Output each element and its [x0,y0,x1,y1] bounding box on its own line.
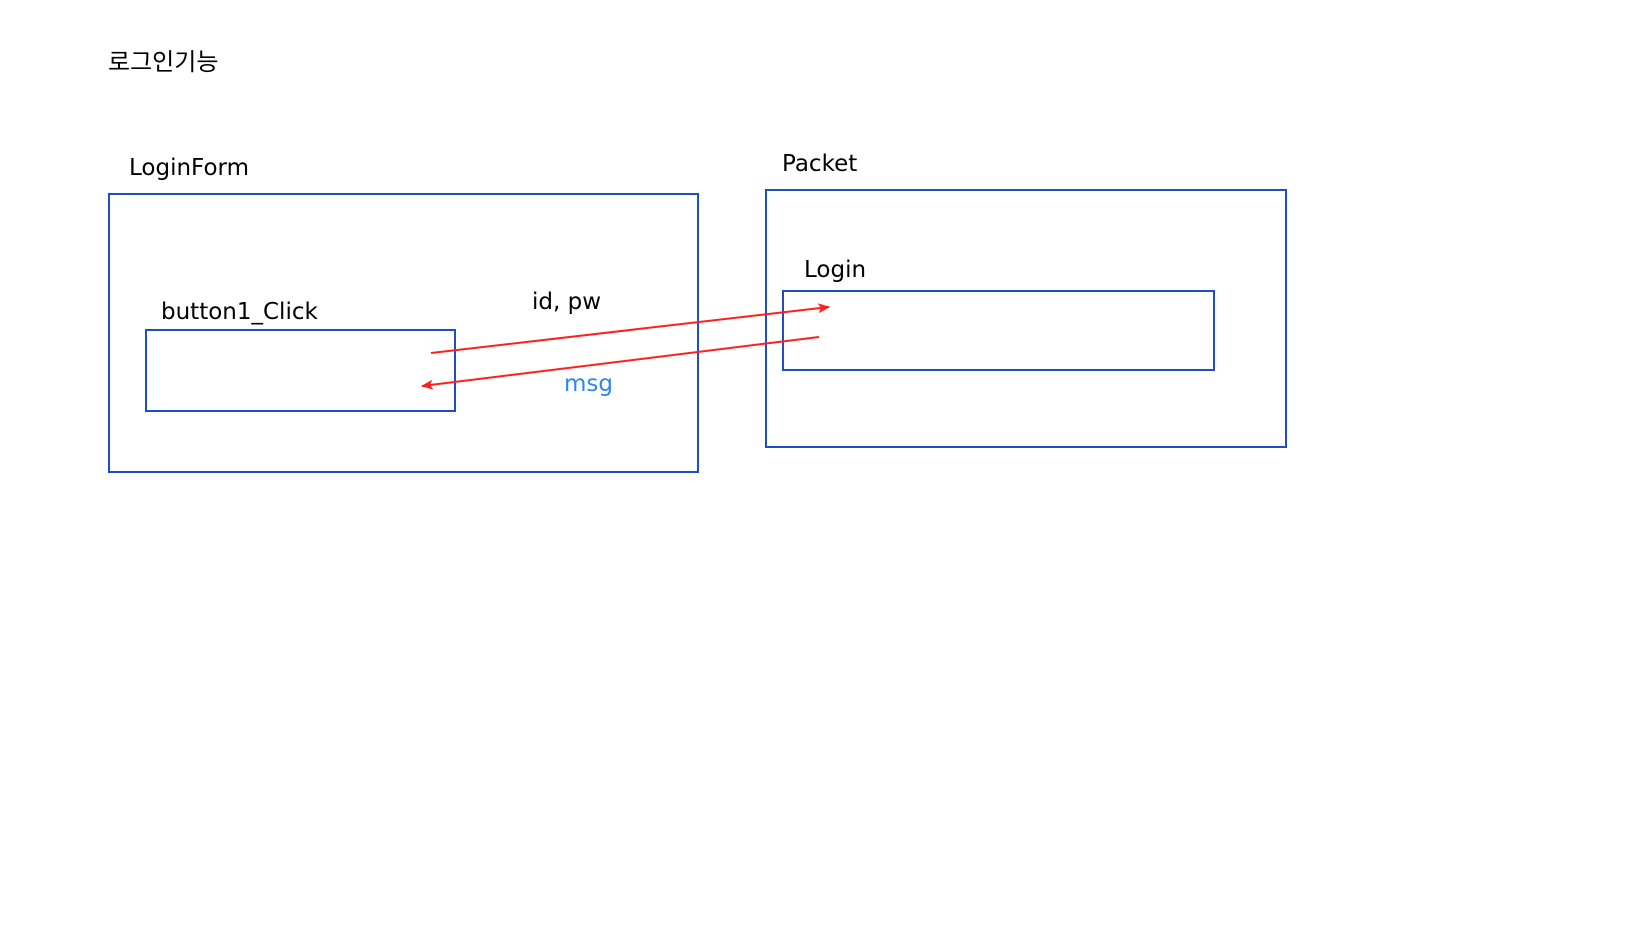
login-box [782,290,1215,371]
request-label: id, pw [532,289,602,315]
diagram-title: 로그인기능 [108,48,219,76]
login-label: Login [804,257,867,283]
response-label: msg [564,371,613,397]
button1-click-label: button1_Click [161,299,318,325]
button1-click-box [145,329,456,412]
packet-label: Packet [782,151,858,177]
login-form-label: LoginForm [129,155,249,181]
